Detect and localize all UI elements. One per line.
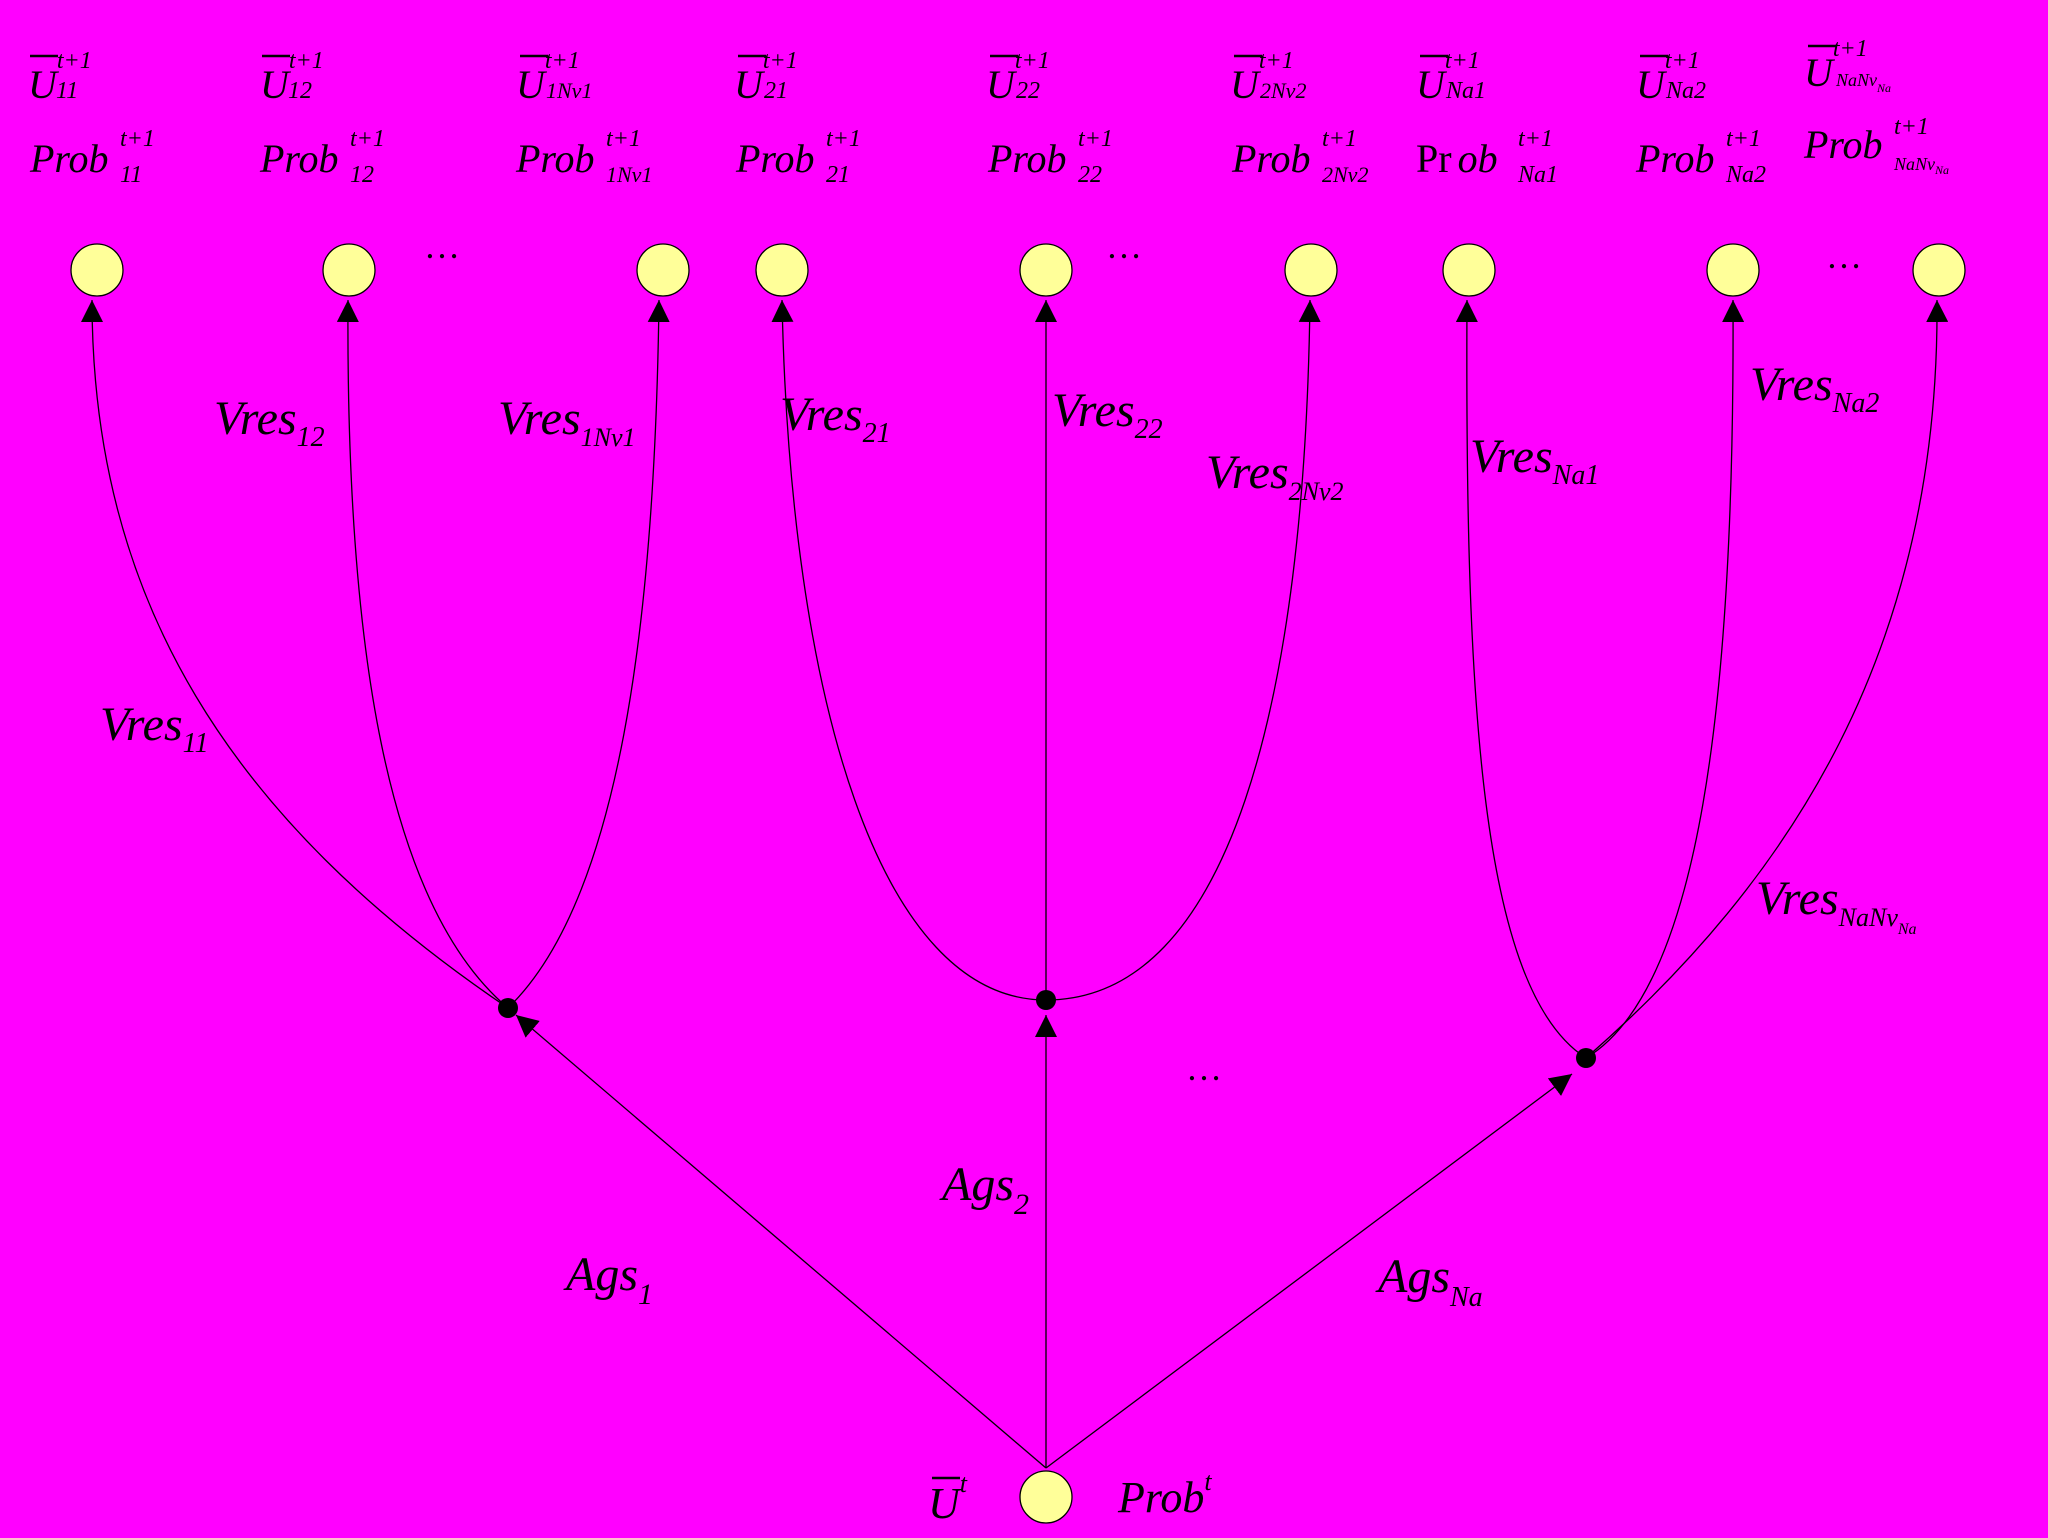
- ags-label-2: Ags2: [939, 1158, 1029, 1221]
- ellipsis-leaves-na: …: [1826, 236, 1862, 276]
- edge-vres-na1: [1455, 299, 1587, 1059]
- edge-vres-11: [81, 299, 509, 1009]
- ellipsis-leaves-1: …: [424, 226, 460, 266]
- vres-label-22: Vres22: [1052, 384, 1163, 445]
- vres-label-1nv1: Vres1Nv1: [498, 392, 636, 452]
- vres-edges: [81, 299, 1949, 1059]
- edge-ags-na: [1045, 1073, 1573, 1469]
- ags-label-1: Ags1: [563, 1248, 653, 1311]
- root-node: [1019, 1470, 1073, 1524]
- root-labels: Ut Probt: [928, 1467, 1212, 1528]
- vres-label-2nv2: Vres2Nv2: [1206, 446, 1344, 506]
- vres-label-12: Vres12: [214, 392, 325, 453]
- leaf-node-na1: [1442, 243, 1496, 297]
- leaf-node-2nv2: [1284, 243, 1338, 297]
- leaf-node-11: [70, 243, 124, 297]
- ellipsis-marks: … … … …: [424, 226, 1862, 1088]
- vres-label-21: Vres21: [780, 388, 891, 449]
- edge-vres-nanv: [1585, 299, 1949, 1059]
- leaf-nodes: [70, 243, 1966, 297]
- agent-edges: [515, 1014, 1573, 1469]
- leaf-node-22: [1019, 243, 1073, 297]
- ellipsis-leaves-2: …: [1106, 226, 1142, 266]
- branch-point-1: [498, 998, 518, 1018]
- leaf-node-1nv1: [636, 243, 690, 297]
- vres-labels: Vres11 Vres12 Vres1Nv1 Vres21 Vres22 Vre…: [100, 358, 1917, 938]
- leaf-node-na2: [1706, 243, 1760, 297]
- leaf-node-21: [755, 243, 809, 297]
- ags-labels: Ags1 Ags2 AgsNa: [563, 1158, 1483, 1313]
- edge-vres-12: [336, 299, 509, 1009]
- edge-vres-2nv2: [1045, 299, 1321, 1001]
- vres-label-na2: VresNa2: [1750, 358, 1879, 419]
- edge-ags-1: [515, 1014, 1047, 1469]
- branch-points: [498, 990, 1596, 1068]
- root-prob-label: Probt: [1117, 1467, 1212, 1522]
- branch-point-na: [1576, 1048, 1596, 1068]
- ellipsis-agents: …: [1186, 1048, 1222, 1088]
- vres-label-11: Vres11: [100, 698, 209, 759]
- vres-label-na1: VresNa1: [1470, 430, 1599, 491]
- edge-vres-na2: [1585, 299, 1745, 1059]
- vres-label-nanv: VresNaNvNa: [1756, 872, 1917, 938]
- edge-vres-21: [771, 299, 1047, 1001]
- branch-point-2: [1036, 990, 1056, 1010]
- leaf-node-12: [322, 243, 376, 297]
- ags-label-na: AgsNa: [1375, 1250, 1483, 1313]
- root-u-label: Ut: [928, 1469, 968, 1528]
- leaf-node-nanv: [1912, 243, 1966, 297]
- edge-vres-1nv1: [507, 299, 670, 1009]
